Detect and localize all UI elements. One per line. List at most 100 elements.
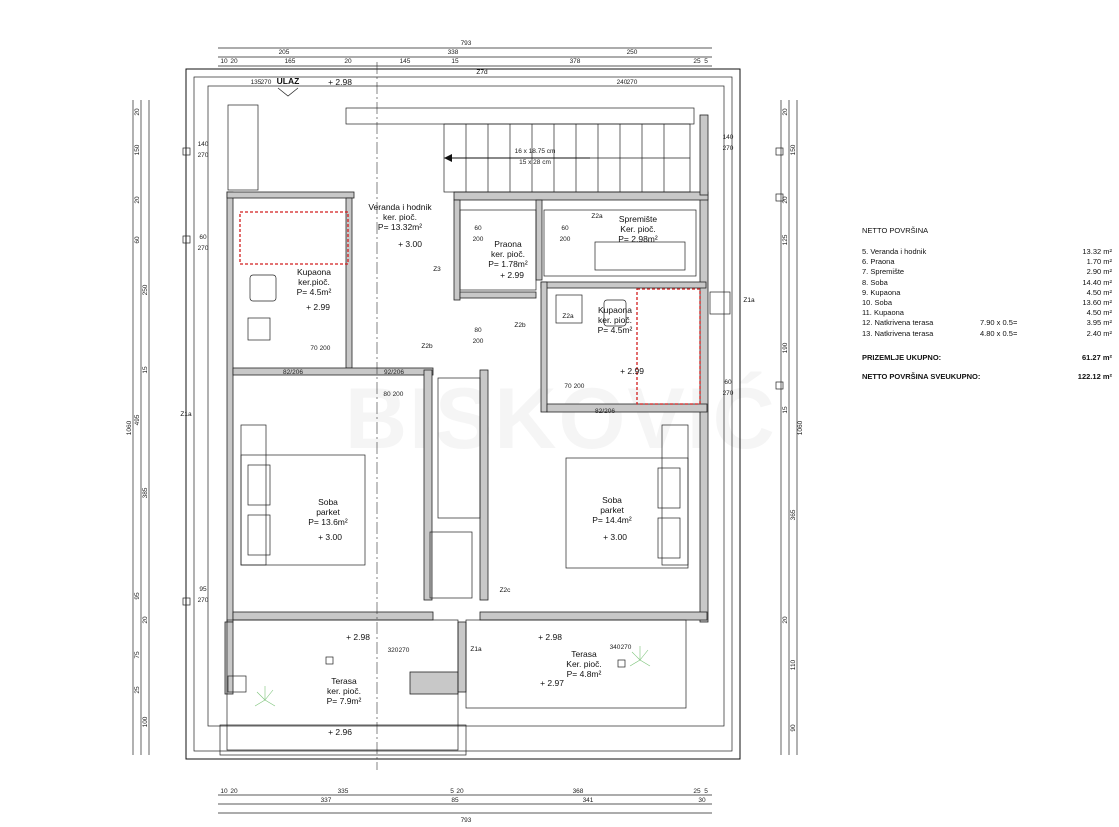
svg-text:5: 5	[450, 788, 454, 795]
svg-text:20: 20	[230, 58, 238, 65]
svg-text:Z7d: Z7d	[476, 69, 488, 76]
svg-text:110: 110	[790, 659, 797, 670]
svg-text:+ 2.98: + 2.98	[538, 632, 562, 642]
room-label-spremiste: Spremište Ker. pioč. P= 2.98m²	[618, 214, 658, 244]
svg-text:ker. pioč.: ker. pioč.	[327, 686, 361, 696]
toilet-right	[603, 299, 627, 327]
svg-text:parket: parket	[316, 507, 340, 517]
svg-text:165: 165	[285, 58, 296, 65]
svg-text:Praona: Praona	[494, 239, 522, 249]
svg-text:60: 60	[724, 379, 732, 386]
svg-text:270: 270	[198, 245, 209, 252]
svg-text:15: 15	[142, 366, 149, 374]
corridor-closet-2	[429, 531, 473, 599]
sink-right	[555, 294, 583, 324]
svg-text:P= 13.6m²: P= 13.6m²	[308, 517, 348, 527]
svg-text:parket: parket	[600, 505, 624, 515]
svg-text:Z3: Z3	[433, 266, 441, 273]
svg-text:25: 25	[693, 788, 701, 795]
entrance-niche	[227, 104, 259, 191]
svg-text:20: 20	[142, 616, 149, 624]
svg-text:85: 85	[451, 797, 459, 804]
stair-dim-2: 15 x 28 cm	[519, 159, 551, 166]
svg-text:Z2b: Z2b	[421, 343, 433, 350]
svg-text:20: 20	[134, 108, 141, 116]
svg-text:ker. pioč.: ker. pioč.	[383, 212, 417, 222]
svg-text:368: 368	[573, 788, 584, 795]
room-label-praona: Praona ker. pioč. P= 1.78m² + 2.99	[488, 239, 528, 280]
svg-text:Z2b: Z2b	[514, 322, 526, 329]
corridor-closet	[437, 377, 481, 519]
svg-text:200: 200	[320, 345, 331, 352]
right-top-wall	[699, 114, 709, 196]
svg-text:270: 270	[261, 79, 272, 86]
svg-text:ker.pioč.: ker.pioč.	[298, 277, 330, 287]
svg-text:495: 495	[134, 414, 141, 425]
room-label-terasa-right: Terasa Ker. pioč. P= 4.8m² + 2.98	[538, 632, 602, 679]
svg-text:100: 100	[142, 716, 149, 727]
walls	[224, 191, 709, 695]
terrace-left	[226, 619, 459, 751]
svg-text:Kupaona: Kupaona	[297, 267, 331, 277]
room-label-soba-right: Soba parket P= 14.4m² + 3.00	[592, 495, 632, 542]
svg-text:60: 60	[199, 234, 207, 241]
svg-text:Terasa: Terasa	[331, 676, 357, 686]
svg-text:365: 365	[790, 509, 797, 520]
svg-text:75: 75	[134, 651, 141, 659]
room-label-kupaona-left: Kupaona ker.pioč. P= 4.5m² + 2.99	[297, 267, 332, 312]
svg-text:60: 60	[561, 225, 569, 232]
svg-text:25: 25	[693, 58, 701, 65]
door-label: 82/206	[283, 369, 303, 376]
svg-text:25: 25	[134, 686, 141, 694]
bed-left	[240, 454, 366, 566]
svg-text:200: 200	[560, 236, 571, 243]
svg-text:15: 15	[451, 58, 459, 65]
svg-text:Terasa: Terasa	[571, 649, 597, 659]
svg-text:150: 150	[134, 144, 141, 155]
svg-text:200: 200	[393, 391, 404, 398]
svg-text:1060: 1060	[797, 420, 804, 435]
svg-text:+ 3.00: + 3.00	[318, 532, 342, 542]
bathroom-left-shower	[239, 211, 349, 265]
room-label-veranda: Veranda i hodnik ker. pioč. P= 13.32m² +…	[368, 202, 432, 249]
svg-text:140: 140	[723, 134, 734, 141]
svg-text:5: 5	[704, 788, 708, 795]
room-label-terasa-left: Terasa ker. pioč. P= 7.9m² + 2.98	[327, 632, 371, 706]
svg-text:20: 20	[134, 196, 141, 204]
svg-text:Kupaona: Kupaona	[598, 305, 632, 315]
laundry-room	[459, 209, 537, 291]
svg-text:190: 190	[782, 342, 789, 353]
svg-text:135: 135	[251, 79, 262, 86]
svg-text:20: 20	[344, 58, 352, 65]
svg-text:Soba: Soba	[318, 497, 338, 507]
svg-text:Soba: Soba	[602, 495, 622, 505]
dimension-bottom: 10 20 335 5 20 368 25 5 337 85 341 30 79…	[218, 788, 712, 824]
total-all-row: NETTO POVRŠINA SVEUKUPNO:122.12 m²	[862, 371, 1112, 381]
svg-text:337: 337	[321, 797, 332, 804]
svg-text:30: 30	[698, 797, 706, 804]
svg-text:P= 4.8m²: P= 4.8m²	[567, 669, 602, 679]
room-label-kupaona-right: Kupaona ker. pioč. P= 4.5m² + 2.99	[598, 305, 645, 376]
svg-text:335: 335	[338, 788, 349, 795]
svg-text:200: 200	[473, 236, 484, 243]
svg-text:20: 20	[782, 196, 789, 204]
terrace-step	[219, 724, 467, 756]
svg-text:5: 5	[704, 58, 708, 65]
svg-text:320: 320	[388, 647, 399, 654]
svg-text:270: 270	[723, 390, 734, 397]
svg-text:20: 20	[456, 788, 464, 795]
storage-room	[543, 209, 697, 277]
svg-text:270: 270	[198, 152, 209, 159]
svg-text:338: 338	[448, 49, 459, 56]
svg-text:15: 15	[782, 406, 789, 414]
svg-text:10: 10	[220, 58, 228, 65]
svg-text:Z1a: Z1a	[743, 297, 755, 304]
svg-text:150: 150	[790, 144, 797, 155]
svg-text:200: 200	[473, 338, 484, 345]
svg-text:Veranda i hodnik: Veranda i hodnik	[368, 202, 432, 212]
